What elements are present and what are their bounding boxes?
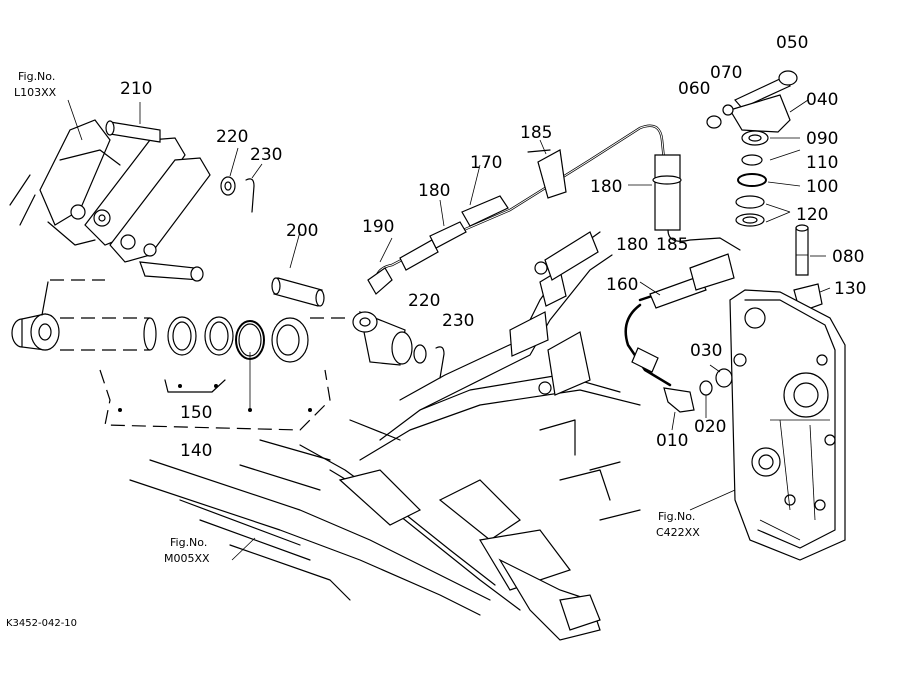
fig-ref-m005-code: M005XX: [164, 552, 210, 565]
label-210: 210: [120, 79, 152, 99]
label-200: 200: [286, 221, 318, 241]
return-pipe-assembly: [624, 253, 735, 431]
label-080: 080: [832, 247, 864, 267]
label-220-right: 220: [408, 291, 440, 311]
drawing-code: K3452-042-10: [6, 618, 77, 629]
frame-assembly: [129, 231, 736, 641]
label-185-right: 185: [656, 235, 688, 255]
label-150: 150: [180, 403, 212, 423]
label-230-right: 230: [442, 311, 474, 331]
lift-arm-assembly: [9, 99, 263, 282]
label-050: 050: [776, 33, 808, 53]
label-110: 110: [806, 153, 838, 173]
label-220-left: 220: [216, 127, 248, 147]
label-160: 160: [606, 275, 638, 295]
fig-ref-c422-code: C422XX: [656, 526, 700, 539]
fig-ref-c422-label: Fig.No.: [658, 510, 695, 523]
label-180-upper: 180: [590, 177, 622, 197]
hydraulic-cylinder-assembly: [11, 231, 445, 431]
label-230-left: 230: [250, 145, 282, 165]
label-185-upper: 185: [520, 123, 552, 143]
label-170: 170: [470, 153, 502, 173]
label-040: 040: [806, 90, 838, 110]
label-130: 130: [834, 279, 866, 299]
fig-ref-m005-label: Fig.No.: [170, 536, 207, 549]
fig-ref-l103-code: L103XX: [14, 86, 57, 99]
label-030: 030: [690, 341, 722, 361]
label-120: 120: [796, 205, 828, 225]
label-100: 100: [806, 177, 838, 197]
label-090: 090: [806, 129, 838, 149]
label-010: 010: [656, 431, 688, 451]
label-070: 070: [710, 63, 742, 83]
part-number-labels: 010 020 030 040 050 060 070 080 090 100 …: [120, 33, 866, 461]
figure-references: Fig.No. L103XX Fig.No. M005XX Fig.No. C4…: [14, 70, 700, 565]
transmission-case: [729, 289, 846, 561]
label-140: 140: [180, 441, 212, 461]
label-190: 190: [362, 217, 394, 237]
label-180-left: 180: [418, 181, 450, 201]
valve-stack: [706, 70, 831, 313]
fig-ref-l103-label: Fig.No.: [18, 70, 55, 83]
label-020: 020: [694, 417, 726, 437]
label-060: 060: [678, 79, 710, 99]
hydraulic-hose-assembly: [367, 124, 741, 295]
label-180-right: 180: [616, 235, 648, 255]
